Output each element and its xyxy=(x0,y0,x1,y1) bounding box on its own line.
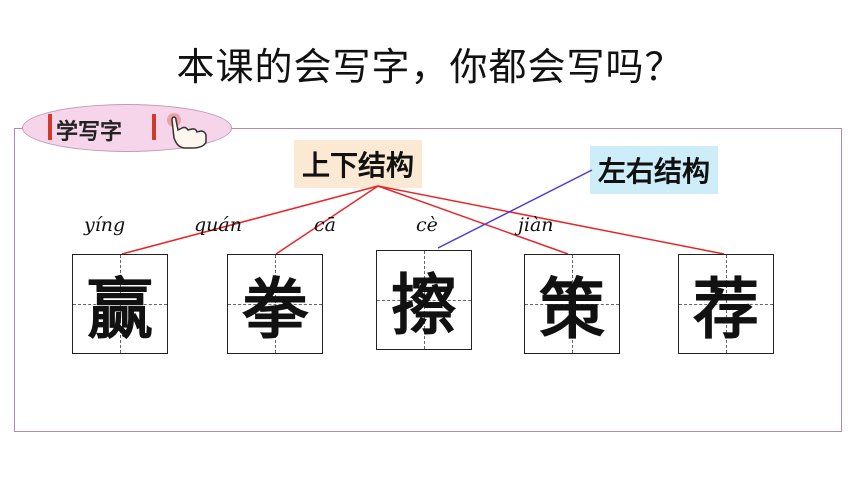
character-ca: 擦 xyxy=(391,266,457,344)
pinyin-ce: cè xyxy=(416,214,438,236)
character-box-ying: 赢 xyxy=(72,254,168,354)
character-ce: 策 xyxy=(539,270,605,348)
character-box-ca: 擦 xyxy=(376,250,472,350)
left-right-structure-tag: 左右结构 xyxy=(590,146,719,194)
pinyin-quan: quán xyxy=(194,214,242,236)
connector-line-ca xyxy=(437,169,593,249)
pinyin-ca: cā xyxy=(314,214,336,236)
character-quan: 拳 xyxy=(242,270,308,348)
connector-line-quan xyxy=(275,185,379,255)
connector-line-ying xyxy=(121,185,379,255)
badge-label: 学写字 xyxy=(56,120,123,145)
character-ying: 赢 xyxy=(87,270,153,348)
top-bottom-structure-tag: 上下结构 xyxy=(294,140,423,188)
connector-line-ce xyxy=(377,185,569,255)
pointing-hand-icon xyxy=(167,113,207,149)
character-box-jian: 荐 xyxy=(678,254,774,354)
character-box-ce: 策 xyxy=(524,254,620,354)
badge-left-bar xyxy=(48,114,52,140)
pinyin-jian: jiàn xyxy=(518,214,554,236)
character-box-quan: 拳 xyxy=(227,254,323,354)
page-title: 本课的会写字，你都会写吗？ xyxy=(176,45,684,89)
character-jian: 荐 xyxy=(693,270,759,348)
content-frame xyxy=(14,128,842,432)
badge-right-bar xyxy=(152,114,156,140)
connector-line-jian xyxy=(377,185,725,255)
pinyin-ying: yíng xyxy=(84,214,126,236)
